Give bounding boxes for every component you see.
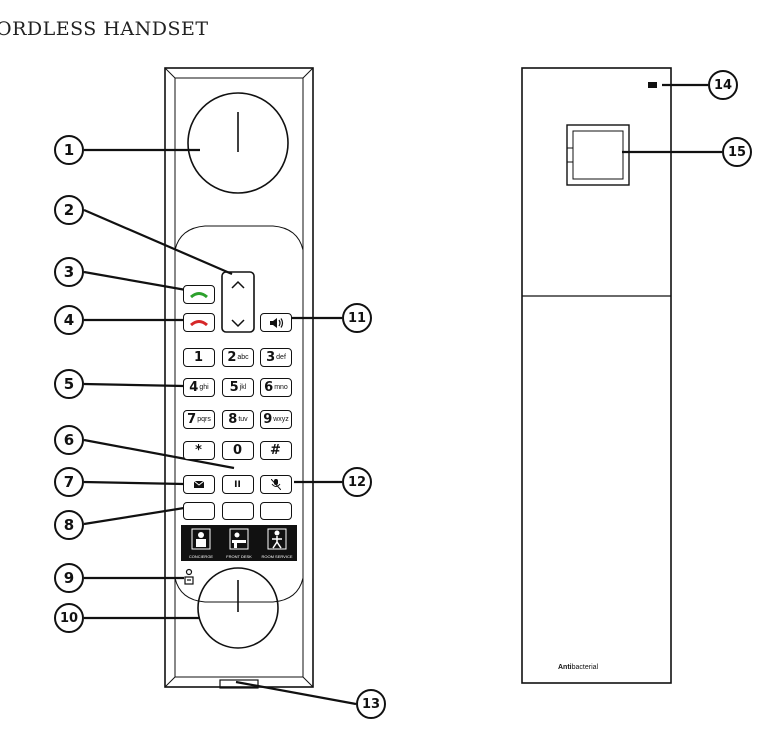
programmable-key-1[interactable] [183,502,215,520]
callout-10: 10 [54,603,84,633]
service-label: FRONT DESK [226,554,252,559]
programmable-key-2[interactable] [222,502,254,520]
programmable-key-3[interactable] [260,502,292,520]
callout-7: 7 [54,467,84,497]
speaker-button[interactable] [260,313,292,332]
end-button[interactable] [183,313,215,332]
callout-15: 15 [722,137,752,167]
microphone [197,567,279,649]
mute-button[interactable] [260,475,292,494]
service-concierge[interactable]: CONCIERGE [181,525,221,561]
key-0[interactable]: 0 [222,441,254,460]
callout-5: 5 [54,369,84,399]
leader-lines [83,83,722,706]
key-star[interactable]: * [183,441,215,460]
callout-3: 3 [54,257,84,287]
pause-button[interactable]: II [222,475,254,494]
navigation-key [221,271,255,333]
down-arrow-icon [231,319,245,328]
message-icon [194,481,204,488]
message-icon [648,82,657,88]
lock-icon [184,568,194,585]
speaker-icon [270,317,284,328]
front-handset [164,67,314,689]
mute-icon [271,479,281,490]
callout-6: 6 [54,425,84,455]
hang-up-icon [190,319,208,326]
callout-13: 13 [356,689,386,719]
callout-8: 8 [54,510,84,540]
callout-11: 11 [342,303,372,333]
callout-12: 12 [342,467,372,497]
front-desk-icon [229,528,249,550]
key-1[interactable]: 1 [183,348,215,367]
service-front-desk[interactable]: FRONT DESK [219,525,259,561]
callout-2: 2 [54,195,84,225]
up-arrow-icon [231,280,245,289]
callout-14: 14 [708,70,738,100]
page-title: ORDLESS HANDSET [0,18,209,40]
service-label: CONCIERGE [188,554,214,559]
room-service-icon [267,528,287,550]
earpiece [187,92,289,194]
service-label: ROOM SERVICE [261,554,293,559]
phone-icon [190,291,208,298]
talk-button[interactable] [183,285,215,304]
message-button[interactable] [183,475,215,494]
callout-9: 9 [54,563,84,593]
rear-handset [521,67,672,684]
brand-label: Antibacterial [558,664,599,671]
service-room-service[interactable]: ROOM SERVICE [257,525,297,561]
concierge-icon [191,528,211,550]
callout-1: 1 [54,135,84,165]
callout-4: 4 [54,305,84,335]
key-hash[interactable]: # [260,441,292,460]
